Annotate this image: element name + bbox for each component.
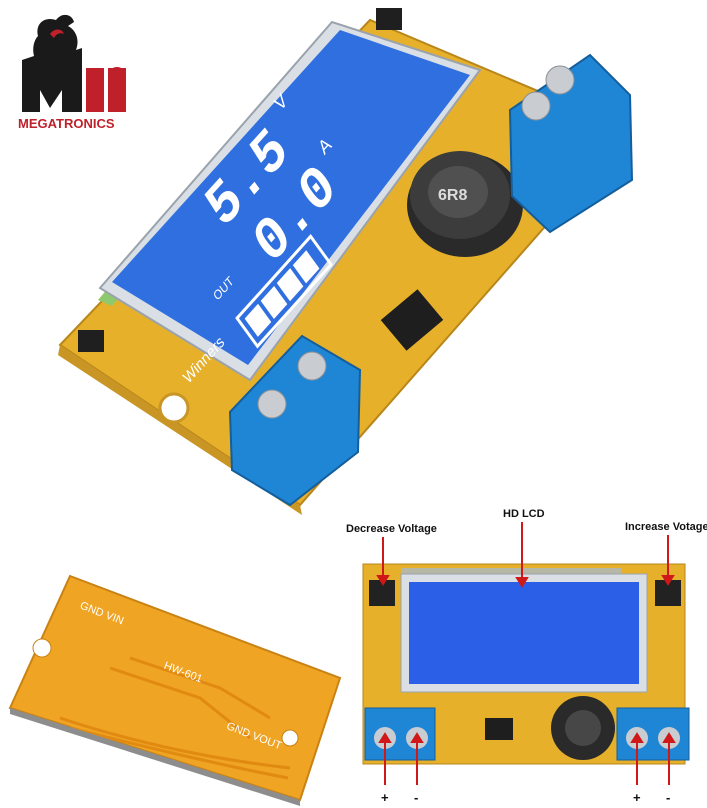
brand-name: MEGATRONICS xyxy=(18,116,115,131)
polarity-out-plus: + xyxy=(633,790,641,805)
button-top xyxy=(376,8,402,30)
inductor: 6R8 xyxy=(407,151,523,257)
pcb-label-hw: HW xyxy=(162,799,184,808)
battery-icon xyxy=(235,234,333,349)
terminal-block-right xyxy=(508,53,634,234)
main-module-photo: 5.5 V 0.0 A OUT Winners 6R8 xyxy=(58,8,634,515)
front-terminal-left xyxy=(364,707,436,761)
callout-decrease-voltage: Decrease Voltage xyxy=(346,523,437,535)
inductor-marking: 6R8 xyxy=(438,187,467,204)
front-view-photo xyxy=(362,563,690,765)
ic-chip xyxy=(380,289,444,351)
button-bottom xyxy=(78,330,104,352)
front-button-left xyxy=(369,580,395,606)
mounting-hole xyxy=(158,392,190,424)
lcd-screen xyxy=(112,30,470,365)
front-lcd-screen xyxy=(409,582,639,684)
brand-logo: MEGATRONICS xyxy=(18,14,126,131)
polarity-in-minus: - xyxy=(414,790,419,805)
polarity-out-minus: - xyxy=(666,790,671,805)
callout-increase-voltage: Increase Votage xyxy=(625,521,707,533)
front-inductor xyxy=(551,696,615,760)
front-ic-chip xyxy=(485,718,513,740)
polarity-in-plus: + xyxy=(381,790,389,805)
logo-mark xyxy=(22,14,126,113)
callout-hd-lcd: HD LCD xyxy=(503,508,545,520)
pcb-back-photo: GND VIN HW-601 GND VOUT HW xyxy=(8,574,342,808)
terminal-block-left xyxy=(228,334,362,507)
